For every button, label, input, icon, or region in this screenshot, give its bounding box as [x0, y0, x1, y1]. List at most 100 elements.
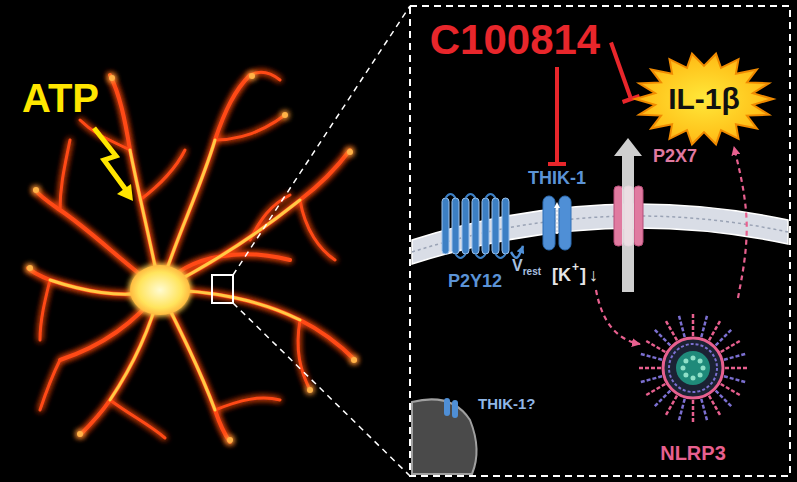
inset-frame: [410, 6, 790, 476]
signal-arrow: [596, 290, 640, 344]
punctum: [77, 431, 83, 437]
inflammasome-spoke: [701, 314, 707, 337]
zoom-line: [233, 303, 410, 476]
drug-label: C100814: [422, 16, 608, 65]
cell-branch: [298, 320, 310, 390]
helix: [462, 198, 469, 254]
cytokine-burst: IL-1β: [634, 52, 774, 146]
cell-branch: [160, 150, 350, 290]
inflammasome-dot: [698, 373, 703, 378]
inflammasome-spoke: [679, 399, 685, 422]
inflammasome-dot: [681, 366, 686, 371]
text-label: +: [572, 261, 579, 273]
inflammasome-spoke: [692, 312, 695, 336]
inflammasome-dot: [683, 373, 688, 378]
punctum: [249, 73, 255, 79]
channel-subunit: [559, 196, 571, 250]
receptor: P2Y12: [440, 192, 510, 292]
inflammasome-spoke: [725, 367, 749, 370]
inflammasome-spoke: [721, 340, 742, 352]
text-label: ]: [580, 266, 586, 284]
connector: [511, 246, 523, 258]
helix: [502, 198, 509, 254]
inflammasome-spoke: [653, 391, 670, 408]
ion-flow-head: [554, 202, 560, 208]
ion-flow: [556, 208, 558, 234]
node-shape: [628, 300, 758, 465]
inflammasome-spoke: [653, 328, 670, 345]
channel-subunit: [614, 186, 623, 246]
helix: [472, 198, 479, 254]
cell-branch: [40, 280, 50, 340]
inflammasome-spoke: [721, 384, 742, 396]
helix: [482, 198, 489, 254]
connector: [555, 67, 559, 164]
starburst: [635, 54, 773, 145]
text-label: rest: [523, 267, 541, 277]
ion-channel: P2X7: [606, 146, 698, 250]
cell-branch: [110, 400, 165, 438]
cell-branch: [250, 72, 280, 80]
inflammasome: NLRP3: [628, 300, 758, 465]
node-label: IL-1β: [668, 83, 740, 115]
inflammasome-dot: [701, 366, 706, 371]
helix-loop: [456, 254, 466, 258]
punctum: [109, 75, 115, 81]
inflammasome-spoke: [665, 320, 677, 341]
cell-branch: [140, 150, 185, 200]
zoom-rect: [212, 275, 233, 303]
inflammasome-spoke: [709, 320, 721, 341]
inflammasome-dot: [683, 358, 688, 363]
cell-branch: [215, 115, 285, 140]
cell-branch: [215, 398, 280, 410]
channel-subunit: [543, 196, 555, 250]
helix-loop: [496, 254, 506, 258]
node-label: P2Y12: [448, 272, 502, 291]
organelle-channel: [452, 400, 458, 418]
inflammasome-spoke: [665, 396, 677, 417]
text-label: ↓: [589, 266, 598, 284]
ion-channel: THIK-1: [524, 168, 590, 252]
inflammasome-spoke: [637, 367, 661, 370]
cell-branch: [300, 200, 335, 260]
text-label: [K: [552, 266, 571, 284]
punctum: [282, 112, 288, 118]
inflammasome-spoke: [679, 314, 685, 337]
connector: [611, 43, 631, 100]
inflammasome-dot: [691, 376, 696, 381]
helix-loop: [446, 194, 456, 198]
inflammasome-spoke: [639, 376, 662, 382]
inflammasome-spoke: [724, 354, 747, 360]
cell-soma: [130, 265, 190, 315]
inflammasome-spoke: [692, 400, 695, 424]
helix: [492, 198, 499, 254]
punctum: [347, 149, 353, 155]
punctum: [33, 187, 39, 193]
helix: [452, 198, 459, 254]
inflammasome-spoke: [724, 376, 747, 382]
inflammasome-spoke: [645, 384, 666, 396]
helix-loop: [466, 194, 476, 198]
zoom-line: [233, 6, 410, 275]
punctum: [27, 265, 33, 271]
text-label: ATP: [22, 78, 99, 118]
punctum: [351, 357, 357, 363]
inflammasome-spoke: [645, 340, 666, 352]
connector: [734, 147, 747, 298]
inflammasome-ring: [669, 344, 717, 392]
helix-loop: [486, 194, 496, 198]
punctum: [227, 437, 233, 443]
text-label: V: [512, 258, 523, 274]
node-label: P2X7: [653, 147, 697, 166]
node-label: NLRP3: [660, 443, 726, 464]
inflammasome-core: [676, 351, 710, 385]
punctum: [307, 387, 313, 393]
inflammasome-spoke: [709, 396, 721, 417]
inflammasome-spoke: [716, 391, 733, 408]
organelle-channel: [444, 398, 450, 416]
cell-branch: [160, 75, 250, 290]
node-label: THIK-1: [528, 169, 586, 188]
helix-loop: [476, 254, 486, 258]
inflammasome-dot: [698, 358, 703, 363]
